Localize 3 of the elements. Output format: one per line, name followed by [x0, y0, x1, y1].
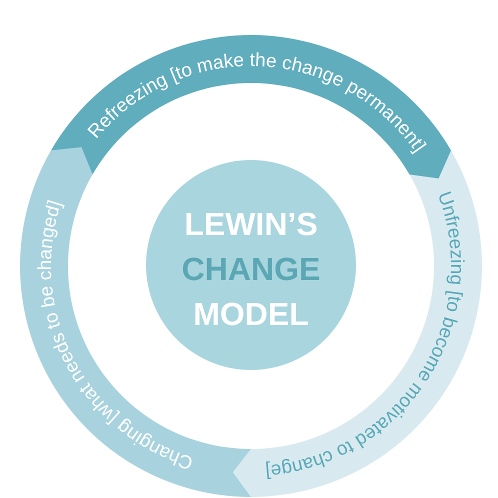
heading-text: CHANGE: [182, 250, 320, 288]
heading-text: MODEL: [193, 294, 309, 334]
heading-text: LEWIN’S: [184, 204, 318, 244]
